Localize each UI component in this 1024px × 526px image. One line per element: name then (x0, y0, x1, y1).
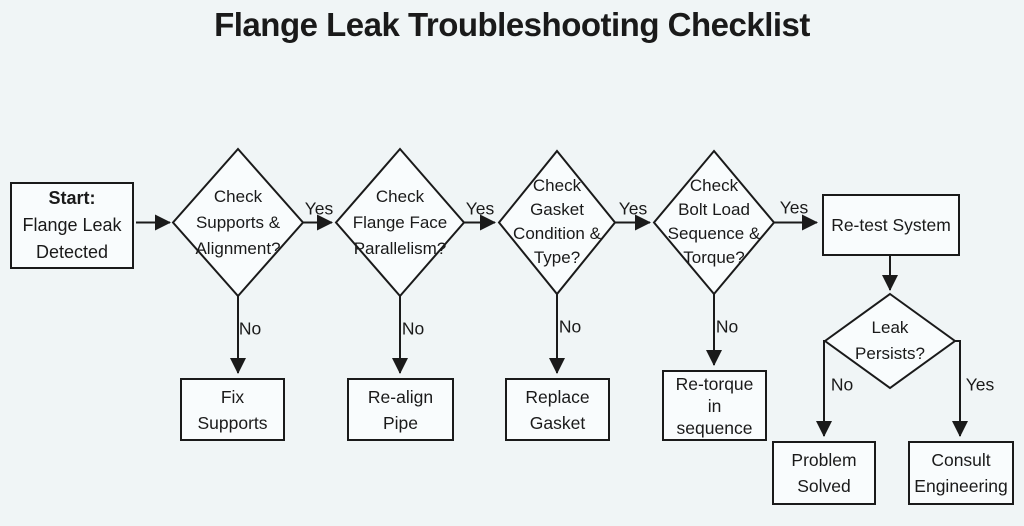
edge-label-gasket-yes: Yes (618, 198, 648, 219)
decision-line: Gasket (530, 200, 584, 219)
node-realign-pipe-line: Pipe (382, 412, 419, 433)
edge-label-flange-face-yes: Yes (465, 198, 495, 219)
edge-label-supports-yes: Yes (304, 198, 334, 219)
node-retorque-line: sequence (676, 417, 753, 438)
node-replace-gasket-line: Gasket (529, 412, 586, 433)
node-check-gasket-label: Check Gasket Condition & Type? (513, 174, 601, 270)
node-replace-gasket: Replace Gasket (505, 378, 610, 441)
node-check-bolt-load-label: Check Bolt Load Sequence & Torque? (668, 174, 761, 270)
node-realign-pipe-line: Re-align (367, 386, 434, 407)
decision-line: Supports & (195, 213, 281, 232)
decision-line: Flange Face (352, 213, 448, 232)
node-consult-engineering-line: Engineering (914, 476, 1008, 496)
decision-line: Persists? (855, 344, 925, 363)
edge-label-bolt-load-no: No (715, 316, 739, 337)
node-problem-solved-line: Solved (797, 476, 851, 496)
node-consult-engineering: Consult Engineering (908, 441, 1014, 505)
edge-leak-yes (952, 340, 968, 437)
decision-line: Check (213, 187, 263, 206)
edge-label-gasket-no: No (558, 316, 582, 337)
decision-line: Sequence & (667, 224, 761, 243)
decision-line: Type? (533, 248, 581, 267)
node-fix-supports-line: Fix (220, 386, 245, 407)
node-start-line: Detected (35, 242, 109, 262)
node-realign-pipe: Re-align Pipe (347, 378, 454, 441)
decision-line: Check (375, 187, 425, 206)
node-retest-system: Re-test System (822, 194, 960, 256)
edge-label-flange-face-no: No (401, 318, 425, 339)
edge-label-leak-no: No (830, 374, 854, 395)
edge-label-supports-no: No (238, 318, 262, 339)
node-start: Start: Flange Leak Detected (10, 182, 134, 269)
node-retorque-line: Re-torque (675, 373, 754, 394)
edge-label-leak-yes: Yes (965, 374, 995, 395)
edge-leak-no (816, 340, 832, 437)
decision-line: Check (532, 176, 582, 195)
node-check-supports-label: Check Supports & Alignment? (195, 184, 280, 262)
edge-label-bolt-load-yes: Yes (779, 197, 809, 218)
decision-line: Check (689, 176, 739, 195)
decision-leak-persists-shape (823, 292, 957, 390)
decision-line: Bolt Load (678, 200, 750, 219)
node-retorque-line: in (707, 395, 722, 416)
node-start-line: Start: (48, 188, 96, 208)
node-replace-gasket-line: Replace (525, 386, 590, 407)
decision-line: Leak (871, 318, 909, 337)
decision-line: Torque? (683, 248, 745, 267)
decision-line: Condition & (513, 224, 601, 243)
node-leak-persists-label: Leak Persists? (855, 315, 925, 367)
node-consult-engineering-line: Consult (931, 450, 991, 470)
node-retorque-in-sequence: Re-torque in sequence (662, 370, 767, 441)
node-problem-solved-line: Problem (791, 450, 857, 470)
node-fix-supports-line: Supports (197, 412, 268, 433)
decision-line: Alignment? (195, 239, 281, 258)
node-retest-system-label: Re-test System (831, 215, 951, 235)
decision-line: Parallelism? (353, 239, 447, 258)
node-problem-solved: Problem Solved (772, 441, 876, 505)
node-fix-supports: Fix Supports (180, 378, 285, 441)
node-start-line: Flange Leak (22, 215, 122, 235)
page-title: Flange Leak Troubleshooting Checklist (214, 6, 810, 43)
node-check-flange-face-label: Check Flange Face Parallelism? (353, 184, 448, 262)
